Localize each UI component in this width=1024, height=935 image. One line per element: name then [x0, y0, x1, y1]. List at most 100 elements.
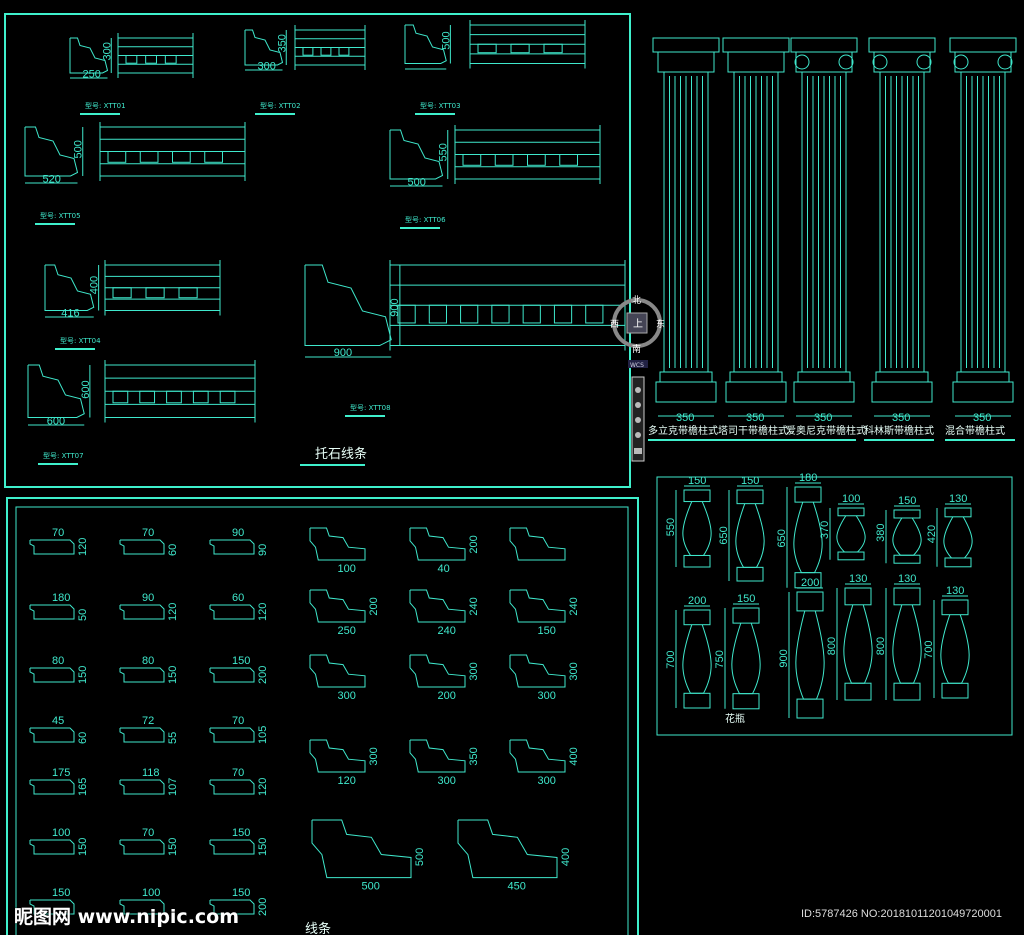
watermark-logo: 昵图网 www.nipic.com — [14, 906, 240, 928]
dimension-label: 150 — [167, 838, 179, 856]
molding-profile — [311, 819, 412, 879]
column-base-torus — [875, 371, 929, 383]
dimension-label: 150 — [77, 666, 89, 684]
dimension-label: 300 — [258, 61, 276, 73]
molding-profile — [209, 604, 255, 620]
modillion-block — [494, 154, 514, 166]
dimension-label: 200 — [257, 898, 269, 916]
orbit-icon[interactable] — [635, 432, 641, 438]
zoom-icon[interactable] — [635, 417, 641, 423]
model-label: 型号: XTT02 — [260, 101, 301, 110]
baluster-base — [893, 554, 921, 564]
modillion-block — [166, 390, 182, 404]
dimension-label: 800 — [826, 637, 838, 655]
dimension-label: 350 — [892, 412, 910, 424]
column-base-torus — [956, 371, 1010, 383]
modillion-block — [559, 154, 578, 166]
compass-west[interactable]: 西 — [610, 319, 619, 330]
volute — [838, 54, 854, 70]
steering-wheel-icon[interactable] — [635, 387, 641, 393]
model-label: 型号: XTT03 — [420, 101, 461, 110]
modillion-block — [112, 287, 132, 299]
column-plinth — [793, 381, 855, 403]
column-cornice — [868, 37, 936, 53]
modillion-block — [164, 55, 177, 64]
molding-drawings: 7012070609090180509012060120801508015015… — [29, 527, 580, 916]
dimension-label: 150 — [737, 593, 755, 605]
molding-profile — [119, 539, 165, 555]
molding-20: 100 — [119, 887, 165, 915]
balusters-panel-frame — [656, 476, 1013, 736]
column-name: 塔司干带檐柱式 — [718, 424, 788, 437]
dimension-label: 350 — [814, 412, 832, 424]
column-name: 混合带檐柱式 — [945, 424, 1005, 437]
viewcube[interactable]: 上 北 东 南 西 WCS — [610, 295, 665, 369]
dimension-label: 60 — [77, 732, 89, 744]
compass-south[interactable]: 南 — [632, 343, 641, 355]
dimension-label: 40 — [438, 563, 450, 575]
dimension-label: 55 — [167, 732, 179, 744]
dimension-label: 60 — [167, 544, 179, 556]
wcs-menu-bg[interactable] — [628, 360, 648, 368]
dimension-label: 105 — [257, 726, 269, 744]
baluster-body — [943, 516, 973, 559]
dimension-label: 150 — [538, 625, 556, 637]
compass-east[interactable]: 东 — [656, 318, 665, 330]
dimension-label: 70 — [142, 827, 154, 839]
dimension-label: 120 — [257, 603, 269, 621]
column-cornice — [652, 37, 720, 53]
cornice-profile — [389, 129, 444, 180]
dimension-label: 700 — [923, 640, 935, 658]
molding-profile — [29, 779, 75, 795]
wcs-menu[interactable]: WCS — [630, 362, 644, 369]
dimension-label: 350 — [676, 412, 694, 424]
dimension-label: 100 — [338, 563, 356, 575]
dimension-label: 900 — [389, 298, 401, 316]
volute — [794, 54, 810, 70]
pan-icon[interactable] — [635, 402, 641, 408]
compass-north[interactable]: 北 — [632, 295, 641, 306]
compass-ring[interactable] — [612, 298, 662, 348]
viewcube-face[interactable] — [626, 312, 648, 334]
baluster-body — [795, 610, 825, 700]
column-cornice — [790, 37, 858, 53]
navigation-bar[interactable] — [631, 376, 645, 462]
molding-profile — [309, 739, 366, 773]
baluster-base — [732, 693, 760, 710]
showmotion-icon[interactable] — [634, 448, 642, 454]
modillion-block — [553, 304, 573, 324]
modillion-block — [320, 47, 332, 56]
dimension-label: 240 — [568, 597, 580, 615]
dimension-label: 250 — [83, 69, 101, 81]
dimension-label: 70 — [232, 767, 244, 779]
volute — [997, 54, 1013, 70]
dimension-label: 150 — [232, 887, 250, 899]
modillion-block — [428, 304, 447, 324]
cornice-profile — [304, 264, 392, 346]
dimension-label: 380 — [875, 524, 887, 542]
molding-profile — [509, 589, 566, 623]
dimension-label: 50 — [77, 609, 89, 621]
modillion-block — [338, 47, 350, 56]
moldings-panel-frame-inner — [15, 506, 629, 935]
dimension-label: 500 — [73, 140, 85, 158]
baluster-body — [682, 624, 712, 694]
cornice-profile — [27, 364, 85, 418]
baluster-body — [940, 614, 970, 684]
